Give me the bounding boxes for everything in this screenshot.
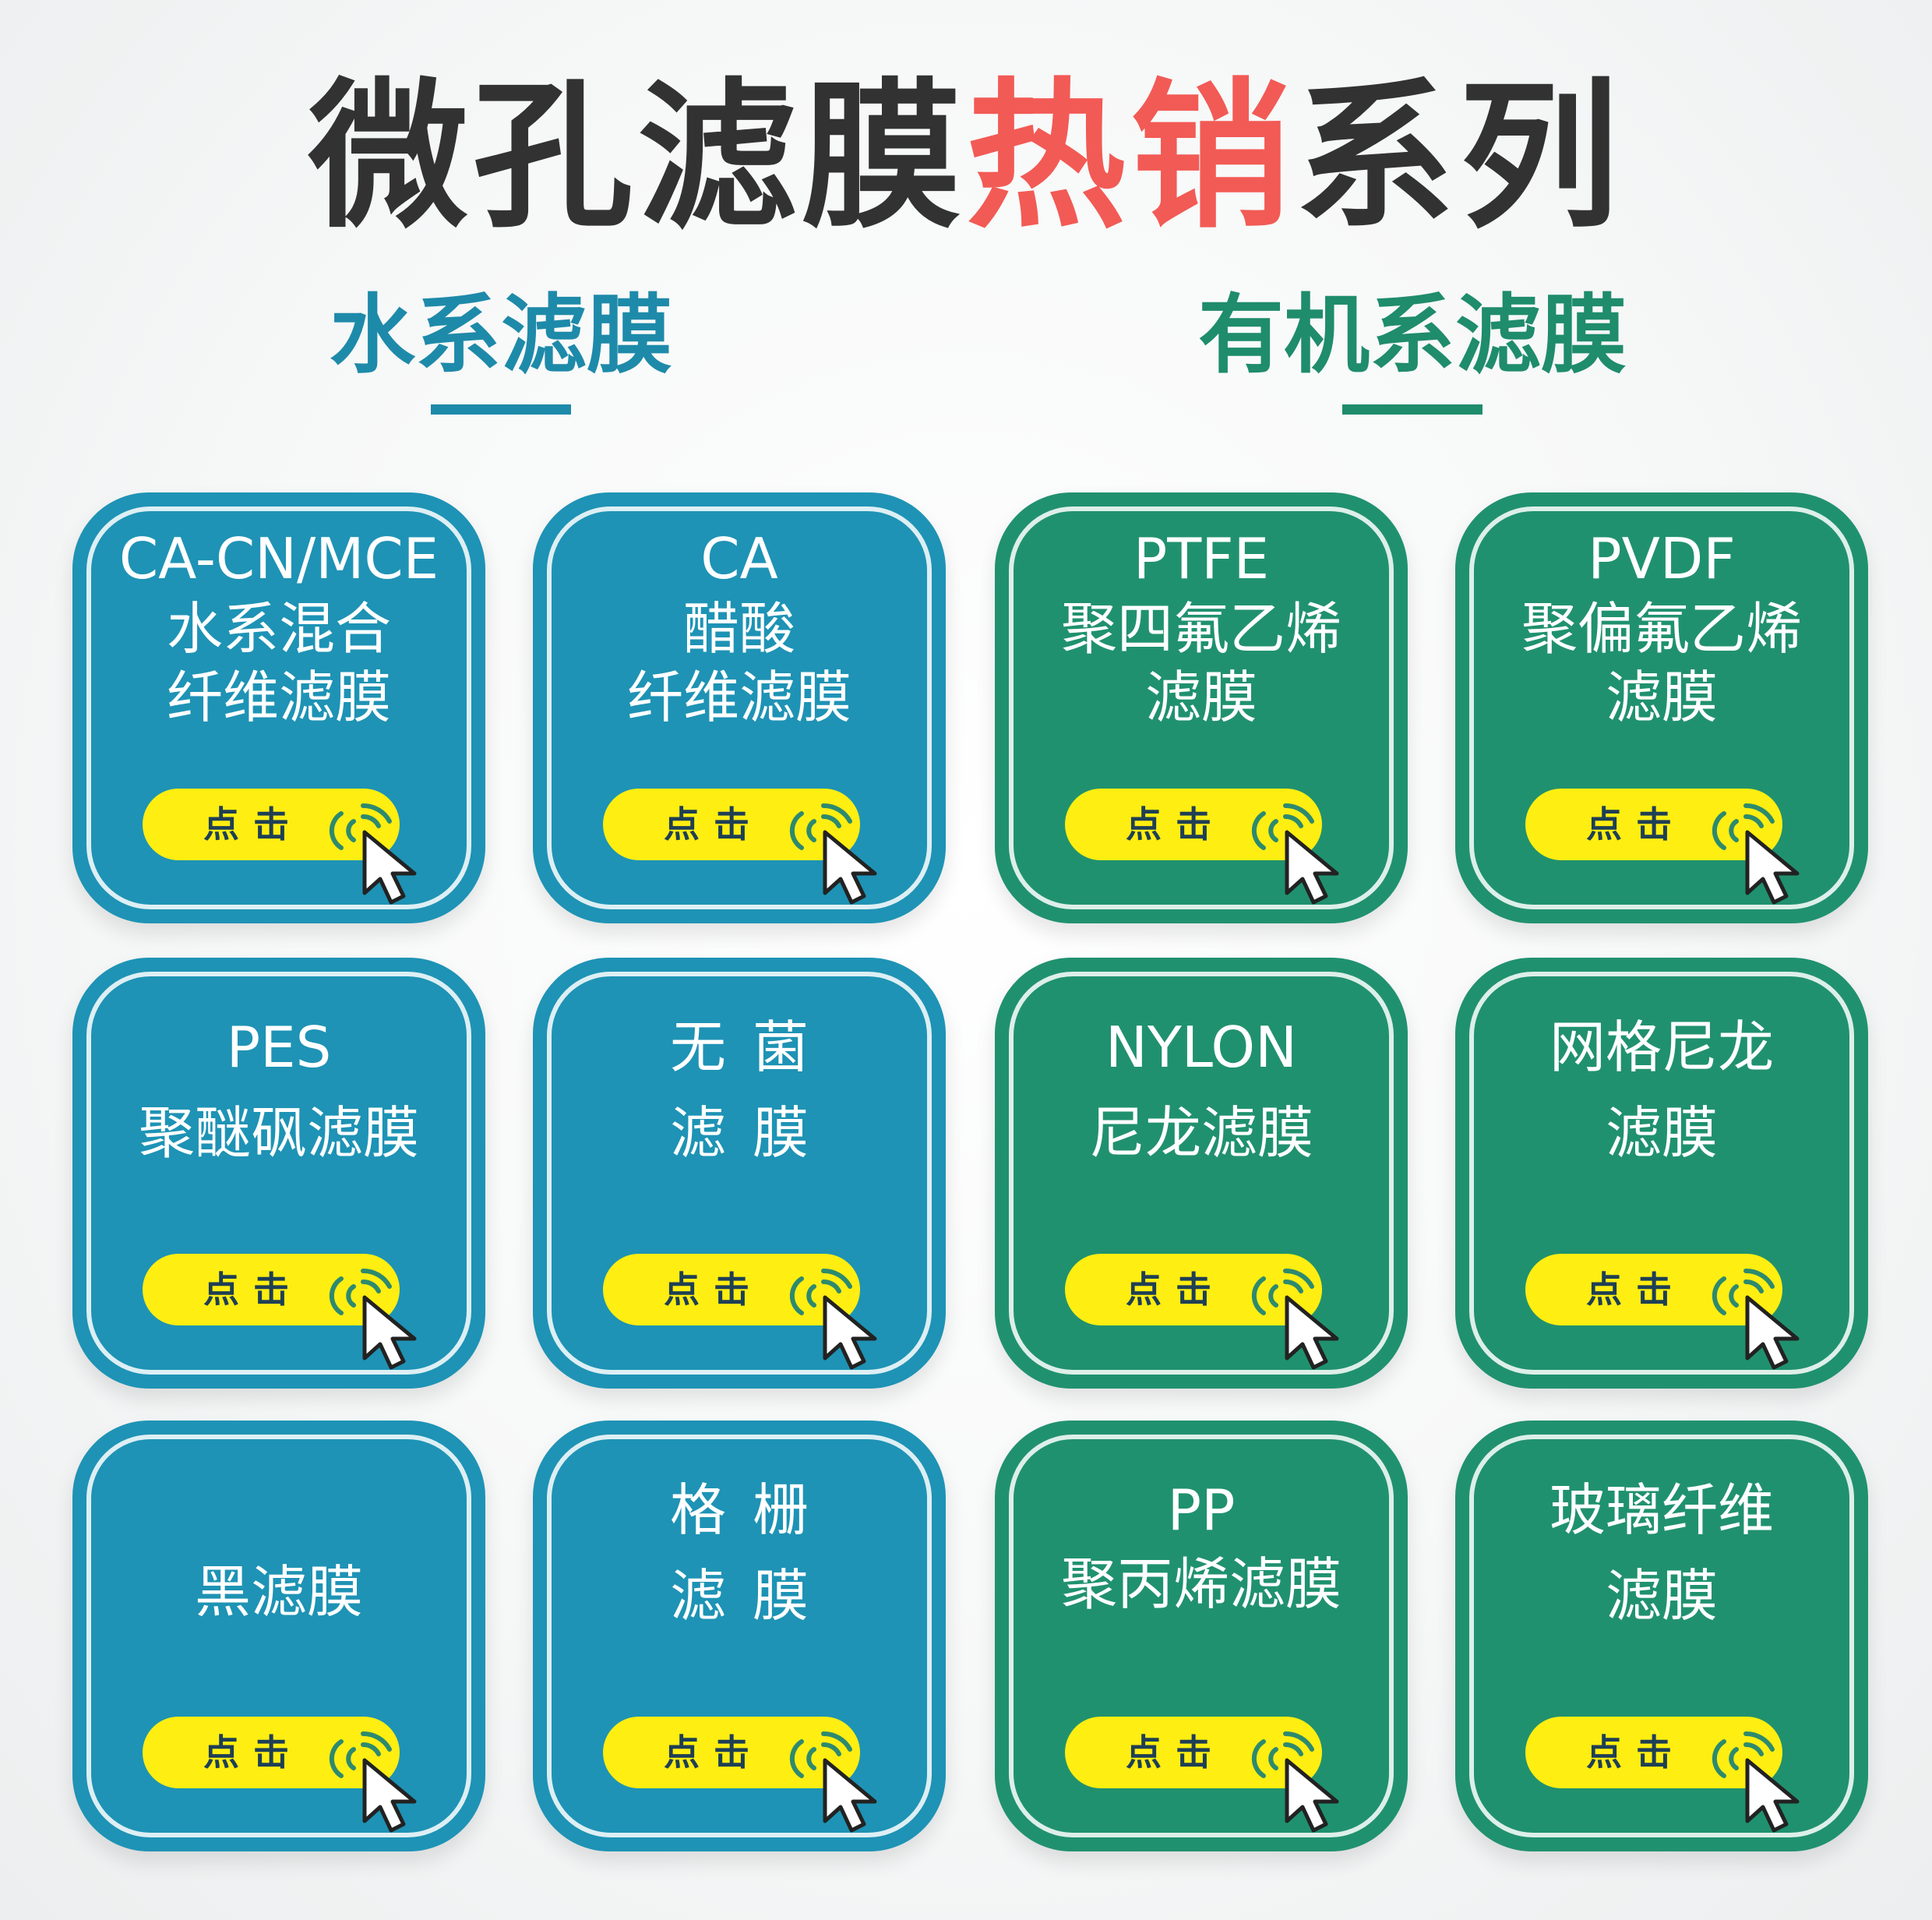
card-frame bbox=[1009, 1435, 1394, 1837]
card-ca-cn-mce[interactable]: CA-CN/MCE 水系混合 纤维滤膜 点击 bbox=[72, 492, 485, 923]
card-line: 滤膜 bbox=[669, 1563, 835, 1629]
card-line: 滤膜 bbox=[1605, 1100, 1718, 1166]
click-button-label: 点击 bbox=[664, 803, 763, 845]
click-cursor-icon bbox=[789, 1268, 877, 1370]
section-underline-organic bbox=[1342, 404, 1482, 415]
click-button[interactable]: 点击 bbox=[143, 789, 417, 905]
card-ptfe[interactable]: PTFE 聚四氟乙烯 滤膜 点击 bbox=[995, 492, 1408, 923]
click-button-label: 点击 bbox=[664, 1731, 763, 1774]
click-button-label: 点击 bbox=[664, 1269, 763, 1311]
card-pp[interactable]: PP 聚丙烯滤膜 点击 bbox=[995, 1421, 1408, 1851]
card-code: NYLON bbox=[1105, 1015, 1297, 1080]
click-cursor-icon bbox=[789, 1731, 877, 1833]
card-line: 纤维滤膜 bbox=[166, 665, 391, 730]
card-code: CA bbox=[700, 526, 778, 591]
click-cursor-icon bbox=[1712, 803, 1800, 905]
click-button[interactable]: 点击 bbox=[143, 1717, 417, 1833]
card-frame bbox=[1469, 506, 1854, 909]
card-code: PP bbox=[1167, 1477, 1236, 1543]
card-line: 尼龙滤膜 bbox=[1088, 1100, 1313, 1166]
page-title: 微孔滤膜热销系列 bbox=[0, 64, 1932, 251]
click-button[interactable]: 点击 bbox=[1525, 789, 1800, 905]
title-hot: 热销 bbox=[966, 65, 1295, 250]
click-button[interactable]: 点击 bbox=[603, 789, 877, 905]
card-line: 聚偏氟乙烯 bbox=[1521, 596, 1802, 662]
click-button-label: 点击 bbox=[1586, 1269, 1686, 1311]
card-line: 聚丙烯滤膜 bbox=[1060, 1551, 1341, 1617]
card-code: PVDF bbox=[1588, 526, 1736, 591]
click-cursor-icon bbox=[329, 803, 417, 905]
card-line: 格栅 bbox=[669, 1477, 835, 1543]
card-pes[interactable]: PES 聚醚砜滤膜 点击 bbox=[72, 958, 485, 1389]
click-button-label: 点击 bbox=[1586, 1731, 1686, 1774]
card-nylon[interactable]: NYLON 尼龙滤膜 点击 bbox=[995, 958, 1408, 1389]
card-line: 黑滤膜 bbox=[194, 1559, 363, 1625]
title-part1: 微孔滤膜 bbox=[308, 65, 966, 250]
click-button-label: 点击 bbox=[1126, 1731, 1225, 1774]
click-cursor-icon bbox=[329, 1268, 417, 1370]
click-button[interactable]: 点击 bbox=[603, 1717, 877, 1833]
card-line: 水系混合 bbox=[166, 596, 391, 662]
click-cursor-icon bbox=[1251, 1268, 1339, 1370]
click-button[interactable]: 点击 bbox=[1065, 1717, 1339, 1833]
card-line: 滤膜 bbox=[1605, 665, 1718, 730]
click-button-label: 点击 bbox=[203, 1269, 303, 1311]
card-pvdf[interactable]: PVDF 聚偏氟乙烯 滤膜 点击 bbox=[1455, 492, 1868, 923]
section-title-organic: 有机系滤膜 bbox=[1198, 285, 1627, 385]
section-title-water: 水系滤膜 bbox=[330, 285, 672, 385]
card-line: 滤膜 bbox=[1605, 1563, 1718, 1629]
card-frame bbox=[86, 1435, 471, 1837]
click-button[interactable]: 点击 bbox=[1525, 1254, 1800, 1370]
card-frame bbox=[1469, 1435, 1854, 1837]
click-button[interactable]: 点击 bbox=[1065, 789, 1339, 905]
card-frame bbox=[1009, 972, 1394, 1375]
click-button[interactable]: 点击 bbox=[1525, 1717, 1800, 1833]
card-frame bbox=[1009, 506, 1394, 909]
card-line: 玻璃纤维 bbox=[1549, 1477, 1774, 1543]
card-sterile[interactable]: 无菌 滤膜 点击 bbox=[533, 958, 946, 1389]
card-black[interactable]: 黑滤膜 点击 bbox=[72, 1421, 485, 1851]
card-line: 聚醚砜滤膜 bbox=[138, 1100, 419, 1166]
click-button[interactable]: 点击 bbox=[1065, 1254, 1339, 1370]
card-ca[interactable]: CA 醋酸 纤维滤膜 点击 bbox=[533, 492, 946, 923]
section-underline-water bbox=[431, 404, 571, 415]
card-line: 滤膜 bbox=[669, 1100, 835, 1166]
card-frame bbox=[86, 506, 471, 909]
card-frame bbox=[547, 972, 932, 1375]
click-button-label: 点击 bbox=[203, 1731, 303, 1774]
click-button-label: 点击 bbox=[1126, 803, 1225, 845]
click-button-label: 点击 bbox=[203, 803, 303, 845]
card-line: 纤维滤膜 bbox=[626, 665, 851, 730]
card-code: CA-CN/MCE bbox=[118, 526, 439, 591]
card-line: 无菌 bbox=[669, 1015, 835, 1080]
card-code: PTFE bbox=[1133, 526, 1270, 591]
click-cursor-icon bbox=[789, 803, 877, 905]
card-line: 醋酸 bbox=[682, 596, 795, 662]
title-part2: 系列 bbox=[1295, 65, 1624, 250]
card-line: 聚四氟乙烯 bbox=[1060, 596, 1341, 662]
click-button[interactable]: 点击 bbox=[143, 1254, 417, 1370]
click-button[interactable]: 点击 bbox=[603, 1254, 877, 1370]
click-cursor-icon bbox=[1712, 1268, 1800, 1370]
card-frame bbox=[547, 506, 932, 909]
click-cursor-icon bbox=[329, 1731, 417, 1833]
card-line: 网格尼龙 bbox=[1549, 1015, 1774, 1080]
card-frame bbox=[547, 1435, 932, 1837]
card-line: 滤膜 bbox=[1144, 665, 1257, 730]
card-glass-fiber[interactable]: 玻璃纤维 滤膜 点击 bbox=[1455, 1421, 1868, 1851]
click-cursor-icon bbox=[1251, 803, 1339, 905]
card-code: PES bbox=[226, 1015, 332, 1080]
card-grid[interactable]: 格栅 滤膜 点击 bbox=[533, 1421, 946, 1851]
click-cursor-icon bbox=[1251, 1731, 1339, 1833]
click-button-label: 点击 bbox=[1586, 803, 1686, 845]
card-mesh-nylon[interactable]: 网格尼龙 滤膜 点击 bbox=[1455, 958, 1868, 1389]
card-frame bbox=[86, 972, 471, 1375]
click-cursor-icon bbox=[1712, 1731, 1800, 1833]
click-button-label: 点击 bbox=[1126, 1269, 1225, 1311]
card-frame bbox=[1469, 972, 1854, 1375]
